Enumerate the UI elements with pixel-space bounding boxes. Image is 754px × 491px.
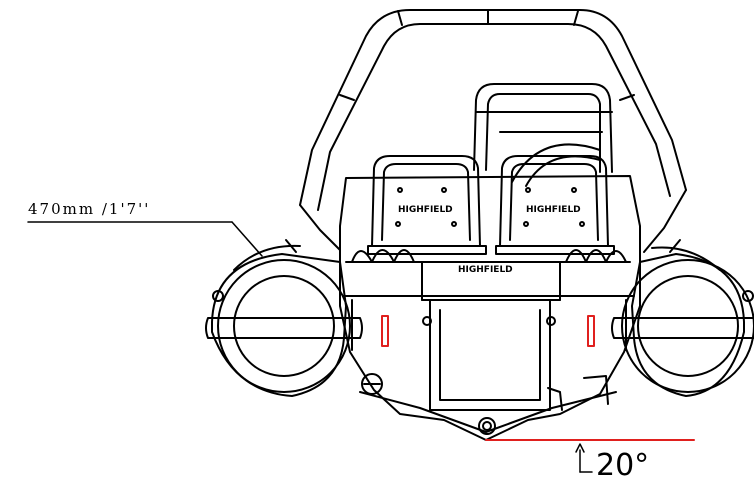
red-marker-left <box>381 315 389 347</box>
angle-indicator-arrow <box>575 443 593 473</box>
tube-right <box>611 239 754 397</box>
tube-left <box>205 239 363 397</box>
drain-plug <box>478 417 496 435</box>
transom-fitting-left <box>361 373 383 395</box>
seat-backrest-right <box>495 155 615 255</box>
tube-diameter-label: 470mm /1'7'' <box>28 200 151 218</box>
brand-seat-right: HIGHFIELD <box>526 205 581 215</box>
engine-mount-box <box>421 261 609 411</box>
steering-console <box>473 83 613 187</box>
brand-seat-left: HIGHFIELD <box>398 205 453 215</box>
brand-console: HIGHFIELD <box>458 265 513 275</box>
roll-bar-arch <box>299 9 687 253</box>
red-marker-right <box>587 315 595 347</box>
seat-backrest-left <box>367 155 487 255</box>
tube-diameter-leader <box>27 221 263 257</box>
deadrise-angle-label: 20° <box>596 448 650 483</box>
red-accent-markers <box>381 315 695 441</box>
